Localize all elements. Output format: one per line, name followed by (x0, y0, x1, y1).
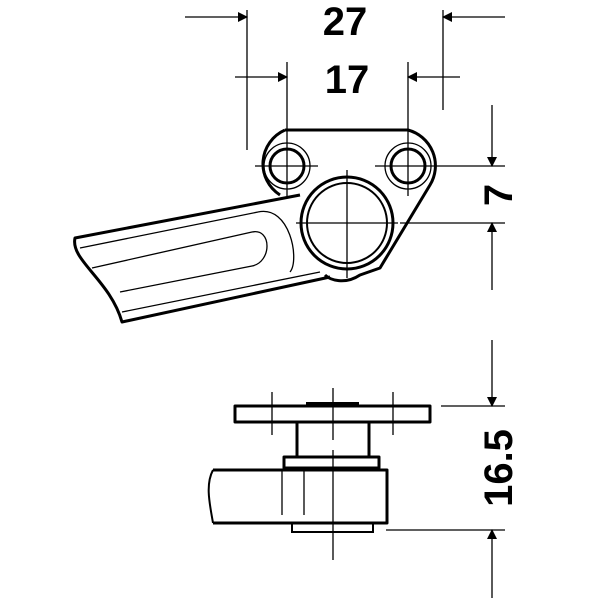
side-view (207, 388, 432, 560)
dimension-17: 17 (235, 58, 460, 140)
dimension-7: 7 (400, 105, 521, 290)
dimension-label-17: 17 (325, 58, 370, 102)
mount-plate-outline (261, 128, 437, 283)
dimension-label-27: 27 (323, 0, 368, 44)
dimension-label-7: 7 (477, 184, 521, 206)
dimension-16-5: 16.5 (386, 340, 521, 598)
dimension-27: 27 (185, 0, 505, 150)
dimension-label-16-5: 16.5 (477, 429, 521, 507)
plan-view (73, 128, 440, 324)
arm-outline (73, 193, 331, 324)
